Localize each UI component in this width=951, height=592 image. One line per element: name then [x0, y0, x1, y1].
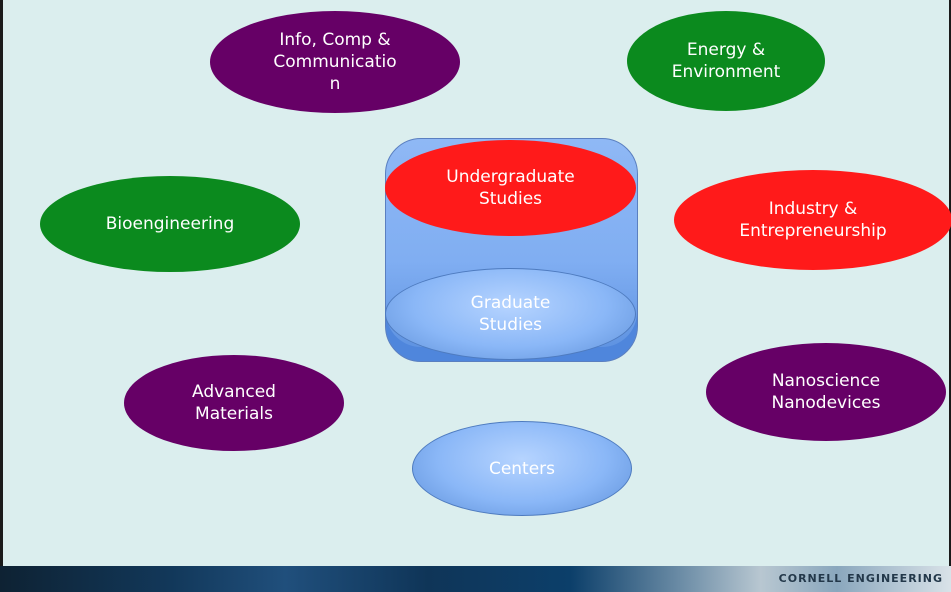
node-industry-entrepreneurship: Industry & Entrepreneurship	[674, 170, 951, 270]
node-nanoscience-nanodevices-label: Nanoscience Nanodevices	[771, 371, 881, 413]
node-energy-environment-label: Energy & Environment	[671, 40, 781, 82]
node-advanced-materials: Advanced Materials	[124, 355, 344, 451]
node-centers-label: Centers	[488, 458, 556, 479]
frame-right-border	[949, 0, 951, 566]
node-industry-entrepreneurship-label: Industry & Entrepreneurship	[739, 199, 887, 241]
frame-left-border	[0, 0, 3, 566]
footer-brand: CORNELL ENGINEERING	[778, 572, 943, 585]
footer-banner: CORNELL ENGINEERING	[0, 566, 951, 592]
node-undergraduate-studies: Undergraduate Studies	[385, 140, 636, 236]
node-centers: Centers	[412, 421, 632, 516]
node-graduate-studies-label: Graduate Studies	[470, 293, 551, 335]
node-undergraduate-studies-label: Undergraduate Studies	[446, 167, 575, 209]
node-bioengineering: Bioengineering	[40, 176, 300, 272]
node-bioengineering-label: Bioengineering	[105, 214, 235, 234]
node-nanoscience-nanodevices: Nanoscience Nanodevices	[706, 343, 946, 441]
node-graduate-studies: Graduate Studies	[385, 268, 636, 360]
node-info-comp-communication-label: Info, Comp & Communicatio n	[273, 30, 397, 94]
node-info-comp-communication: Info, Comp & Communicatio n	[210, 11, 460, 113]
node-advanced-materials-label: Advanced Materials	[192, 382, 276, 424]
node-energy-environment: Energy & Environment	[627, 11, 825, 111]
